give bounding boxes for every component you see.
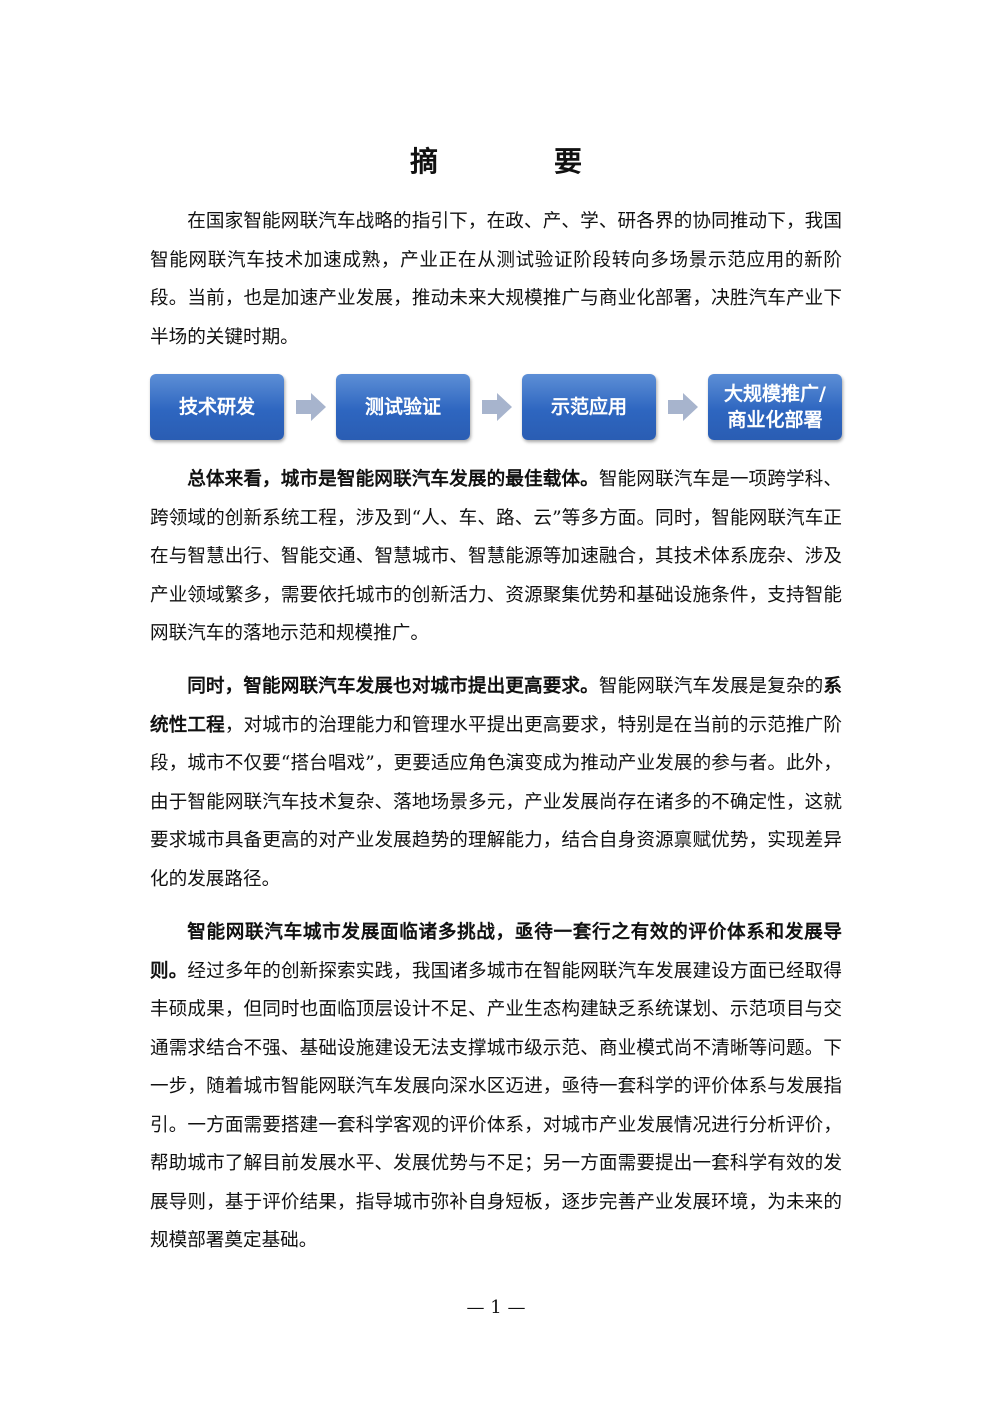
flow-step-label-line1: 大规模推广/	[724, 383, 826, 405]
flow-step-label: 示范应用	[550, 396, 627, 418]
page-title: 摘 要	[409, 145, 626, 178]
paragraph-text: 智能网联汽车发展是复杂的	[598, 676, 824, 697]
paragraph-city-requirements: 同时，智能网联汽车发展也对城市提出更高要求。智能网联汽车发展是复杂的系统性工程，…	[150, 668, 842, 899]
paragraph-city-carrier: 总体来看，城市是智能网联汽车发展的最佳载体。智能网联汽车是一项跨学科、跨领域的创…	[150, 461, 842, 654]
process-flow-diagram: 技术研发 测试验证 示范应用 大规模推广/ 商业化部署	[150, 374, 842, 442]
flow-step-testing: 测试验证	[336, 374, 470, 440]
lead-sentence: 同时，智能网联汽车发展也对城市提出更高要求。	[187, 676, 599, 697]
paragraph-text: ，对城市的治理能力和管理水平提出更高要求，特别是在当前的示范推广阶段，城市不仅要…	[150, 714, 842, 890]
flow-step-label: 技术研发	[178, 396, 255, 418]
lead-sentence: 智能网联汽车城市发展面临诸多挑战，亟待一套行之有效的评价体系和发展导则。	[150, 922, 842, 982]
arrow-right-icon	[482, 393, 512, 421]
flow-step-label: 测试验证	[364, 396, 441, 418]
page-number: — 1 —	[466, 1297, 526, 1318]
paragraph-text: 经过多年的创新探索实践，我国诸多城市在智能网联汽车发展建设方面已经取得丰硕成果，…	[150, 960, 842, 1252]
flow-step-label-line2: 商业化部署	[727, 409, 823, 431]
lead-sentence: 总体来看，城市是智能网联汽车发展的最佳载体。	[187, 469, 599, 490]
flow-step-commercialization: 大规模推广/ 商业化部署	[708, 374, 842, 440]
arrow-right-icon	[668, 393, 698, 421]
paragraph-text: 智能网联汽车是一项跨学科、跨领域的创新系统工程，涉及到“人、车、路、云”等多方面…	[150, 469, 842, 644]
arrow-right-icon	[296, 393, 326, 421]
flow-step-rnd: 技术研发	[150, 374, 284, 440]
emphasis-term: 系统性工程	[150, 676, 842, 736]
paragraph-challenges: 智能网联汽车城市发展面临诸多挑战，亟待一套行之有效的评价体系和发展导则。经过多年…	[150, 914, 842, 1261]
intro-paragraph: 在国家智能网联汽车战略的指引下，在政、产、学、研各界的协同推动下，我国智能网联汽…	[150, 211, 842, 348]
flow-step-demonstration: 示范应用	[522, 374, 656, 440]
